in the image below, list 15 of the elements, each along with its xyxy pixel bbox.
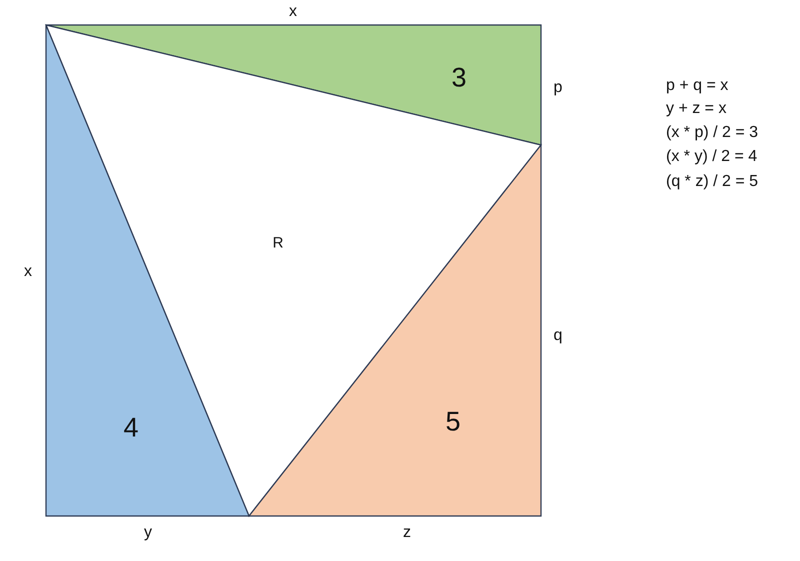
equation: (q * z) / 2 = 5 [666,174,758,190]
side-label: x [289,4,297,20]
equation: y + z = x [666,101,726,117]
area-label: 3 [451,64,467,92]
side-label: x [24,264,32,280]
side-label: y [144,525,152,541]
side-label: q [554,328,562,344]
area-label: 4 [123,414,139,442]
equation: (x * y) / 2 = 4 [666,149,758,165]
equation: p + q = x [666,78,728,94]
area-label: R [272,236,284,250]
area-label: 5 [445,408,461,436]
side-label: p [554,80,562,96]
equation: (x * p) / 2 = 3 [666,125,758,141]
side-label: z [403,525,411,541]
